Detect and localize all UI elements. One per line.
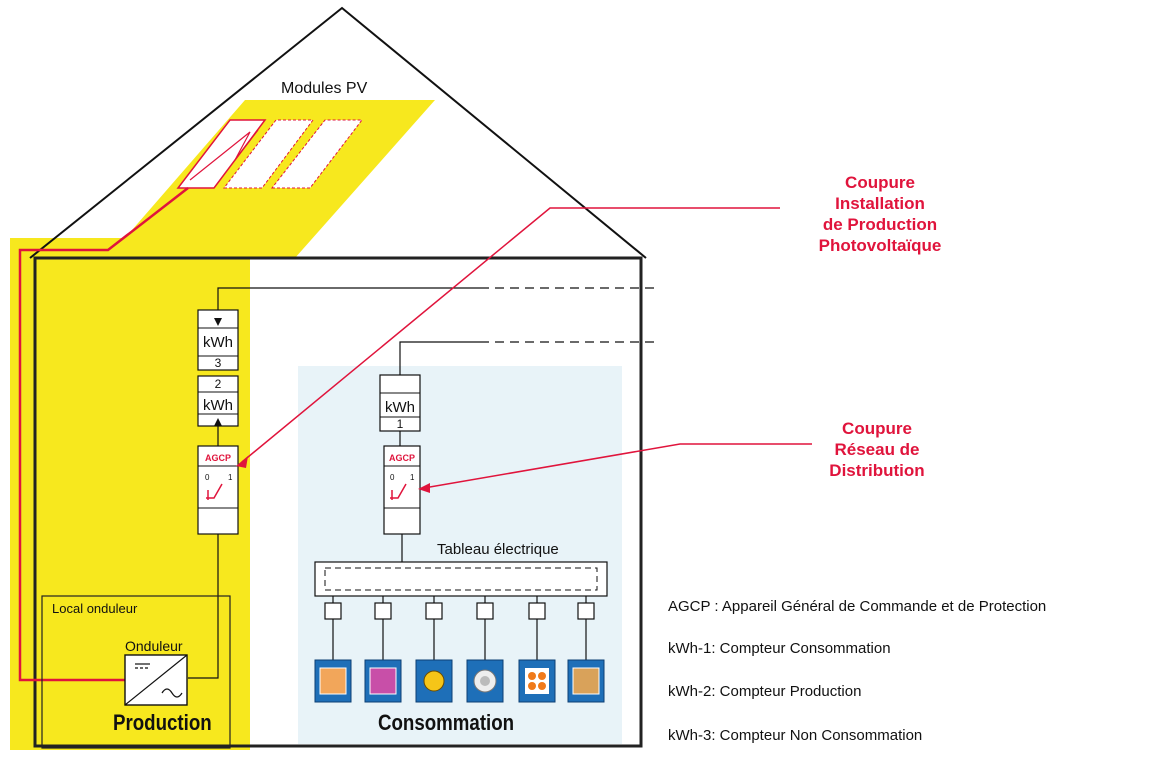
pv-modules	[176, 119, 364, 189]
lamp-icon	[415, 659, 453, 703]
dishwasher-icon	[364, 659, 402, 703]
roof-outline	[29, 6, 647, 259]
coupure-prod-line-4: Photovoltaïque	[818, 236, 942, 255]
local-onduleur-box	[41, 595, 231, 749]
meter-kwh2-box	[197, 375, 239, 427]
breaker-1	[324, 602, 342, 620]
inverter-icon	[124, 654, 188, 706]
coupure-reseau-line-1: Coupure	[842, 419, 912, 438]
agcp-consumption-on: 1	[410, 473, 415, 482]
label-modules-pv: Modules PV	[281, 80, 368, 97]
production-zone	[10, 238, 250, 750]
breaker-6	[577, 602, 595, 620]
breaker-4	[476, 602, 494, 620]
label-onduleur: Onduleur	[125, 638, 183, 654]
breakers	[324, 596, 595, 660]
radiator-icon	[567, 659, 605, 703]
label-coupure-reseau: Coupure Réseau de Distribution	[777, 418, 977, 481]
kwh1-num: 1	[397, 417, 404, 431]
label-consommation: Consommation	[378, 710, 515, 735]
oven-icon	[314, 659, 352, 703]
breaker-5	[528, 602, 546, 620]
kwh3-num: 3	[215, 356, 222, 370]
agcp-consumption-label: AGCP	[389, 453, 415, 463]
arrow-coupure-reseau	[423, 443, 812, 489]
arrow-coupure-production	[241, 207, 780, 463]
house-wall	[33, 256, 643, 748]
breaker-2	[374, 602, 392, 620]
roof-yellow-band	[10, 100, 435, 258]
legend-kwh1: kWh-1: Compteur Consommation	[668, 640, 891, 657]
agcp-production-off: 0	[205, 473, 210, 482]
coupure-prod-line-3: de Production	[822, 215, 938, 234]
label-local-onduleur: Local onduleur	[52, 601, 138, 616]
distrib-feed-line	[399, 341, 480, 375]
kwh3-unit: kWh	[203, 334, 233, 351]
legend-kwh2: kWh-2: Compteur Production	[668, 683, 862, 700]
kwh2-num: 2	[215, 377, 222, 391]
cooktop-icon	[518, 659, 556, 703]
legend-kwh3: kWh-3: Compteur Non Consommation	[668, 727, 923, 744]
tableau-electrique	[314, 561, 608, 597]
legend-agcp: AGCP : Appareil Général de Commande et d…	[668, 598, 1047, 615]
agcp-consumption-off: 0	[390, 473, 395, 482]
kwh2-unit: kWh	[203, 397, 233, 414]
label-production: Production	[113, 710, 212, 735]
label-tableau: Tableau électrique	[437, 541, 559, 558]
kwh1-unit: kWh	[385, 399, 415, 416]
coupure-reseau-line-2: Réseau de	[834, 440, 920, 459]
label-coupure-production: Coupure Installation de Production Photo…	[780, 172, 980, 256]
agcp-production-label: AGCP	[205, 453, 231, 463]
agcp-production-on: 1	[228, 473, 233, 482]
coupure-prod-line-2: Installation	[835, 194, 925, 213]
dc-cable	[18, 187, 189, 682]
prod-feed-line	[217, 287, 480, 310]
washing-machine-icon	[466, 659, 504, 703]
coupure-reseau-line-3: Distribution	[829, 461, 925, 480]
inverter-ac-line	[188, 548, 219, 679]
breaker-3	[425, 602, 443, 620]
appliances	[314, 659, 605, 703]
coupure-prod-line-1: Coupure	[845, 173, 915, 192]
